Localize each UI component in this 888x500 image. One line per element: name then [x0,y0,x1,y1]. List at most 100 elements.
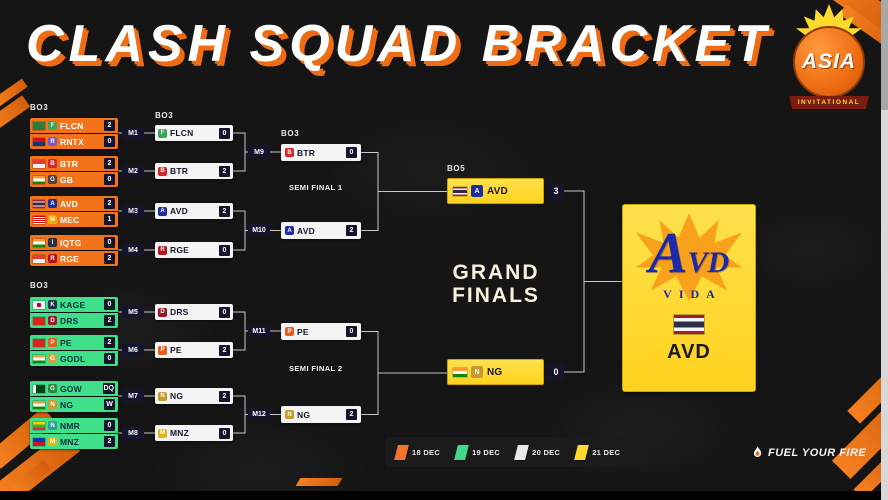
asia-logo-circle: ASIA [793,26,865,98]
team-logo-icon: A [285,226,294,235]
legend-color-chip [574,444,590,460]
team-logo-icon: P [48,338,57,347]
scrollbar-thumb[interactable] [881,0,888,110]
team-score: 2 [104,315,115,326]
team-name: RNTX [60,136,84,147]
team-flag-icon [33,215,45,224]
match-card-m8: N NMR 0 M MNZ 2 [30,418,118,449]
match-label: M7 [122,390,144,402]
legend-color-chip [394,444,409,460]
semi-final-1-label: SEMI FINAL 1 [289,183,343,192]
team-score: 2 [219,205,230,217]
team-name: NG [60,399,74,410]
team-name: GOW [60,383,82,394]
legend-label: 18 DEC [412,447,441,457]
legend-color-chip [454,444,469,460]
team-row: P PE 2 [30,335,118,350]
winner-card: M MNZ 0 [155,425,233,441]
page-title: CLASH SQUAD BRACKET [26,15,771,73]
winner-card: A AVD 2 [155,203,233,219]
team-row: G GB 0 [30,172,118,187]
team-name: BTR [297,147,316,158]
team-logo-icon: A [158,206,167,216]
flame-icon [753,446,762,458]
round2-bo-label: BO3 [155,111,174,120]
match-card-m1: F FLCN 2 R RNTX 0 [30,118,118,149]
team-flag-icon [33,300,45,309]
team-flag-icon [33,437,45,446]
team-logo-icon: M [48,437,57,446]
match-label: M6 [122,344,144,356]
match-label: M12 [248,408,270,420]
match-label: M8 [122,427,144,439]
team-score: 2 [104,158,115,169]
team-name: AVD [60,198,78,209]
legend-color-chip [514,444,529,460]
team-flag-icon [33,121,45,130]
match-label: M5 [122,306,144,318]
team-score: 2 [346,225,357,236]
team-score: 3 [548,183,564,199]
asia-logo-banner: INVITATIONAL [789,96,869,109]
team-flag-icon [33,238,45,247]
semifinal-card: P PE 0 [281,323,361,340]
winner-card: B BTR 2 [155,163,233,179]
match-card-m5: K KAGE 0 D DRS 2 [30,297,118,328]
legend-item: 18 DEC [394,444,441,460]
team-name: RGE [60,253,80,264]
team-score: 2 [104,436,115,447]
semifinal-bo-label: BO3 [281,129,300,138]
legend-item: 20 DEC [514,444,560,460]
round1-bottom-bo-label: BO3 [30,281,49,290]
scrollbar[interactable] [881,0,888,500]
match-label: M2 [122,165,144,177]
legend-label: 21 DEC [592,447,621,457]
team-name: MNZ [60,436,80,447]
match-label: M4 [122,244,144,256]
team-score: 2 [346,409,357,420]
champion-card: AVD VIDA AVD [622,204,756,392]
team-logo-icon: N [158,391,167,401]
team-flag-icon [33,354,45,363]
team-row: B BTR 2 [30,156,118,171]
team-row: R RNTX 0 [30,134,118,149]
team-score: 0 [219,306,230,318]
team-score: 0 [219,244,230,256]
team-row: G GOW DQ [30,381,118,396]
team-name: BTR [170,166,189,176]
team-flag-icon [453,367,467,377]
team-name: KAGE [60,299,86,310]
team-flag-icon [33,421,45,430]
team-row: N NMR 0 [30,418,118,433]
fuel-your-fire-slogan: FUEL YOUR FIRE [752,446,866,459]
team-score: 2 [104,253,115,264]
team-logo-icon: B [285,148,294,157]
team-logo-icon: F [158,128,167,138]
team-logo-icon: R [158,245,167,255]
team-flag-icon [33,199,45,208]
team-score: DQ [102,383,115,394]
team-score: 0 [104,353,115,364]
team-flag-icon [33,316,45,325]
team-flag-icon [33,384,45,393]
team-score: 0 [104,420,115,431]
team-score: 2 [219,165,230,177]
legend-item: 21 DEC [574,444,621,460]
team-name: NMR [60,420,80,431]
date-legend: 18 DEC 19 DEC 20 DEC 21 DEC [386,437,648,467]
team-score: 2 [104,337,115,348]
team-logo-icon: P [158,345,167,355]
team-score: 2 [104,198,115,209]
team-logo-icon: G [48,384,57,393]
team-score: 0 [548,364,564,380]
team-logo-icon: G [48,175,57,184]
grand-final-card: A AVD [447,178,544,204]
team-logo-icon: P [285,327,294,336]
team-name: AVD [170,206,188,216]
team-name: DRS [170,307,189,317]
team-name: AVD [487,185,508,197]
team-row: N NG W [30,397,118,412]
match-card-m4: I IQTG 0 R RGE 2 [30,235,118,266]
team-logo-icon: G [48,354,57,363]
team-name: FLCN [170,128,194,138]
